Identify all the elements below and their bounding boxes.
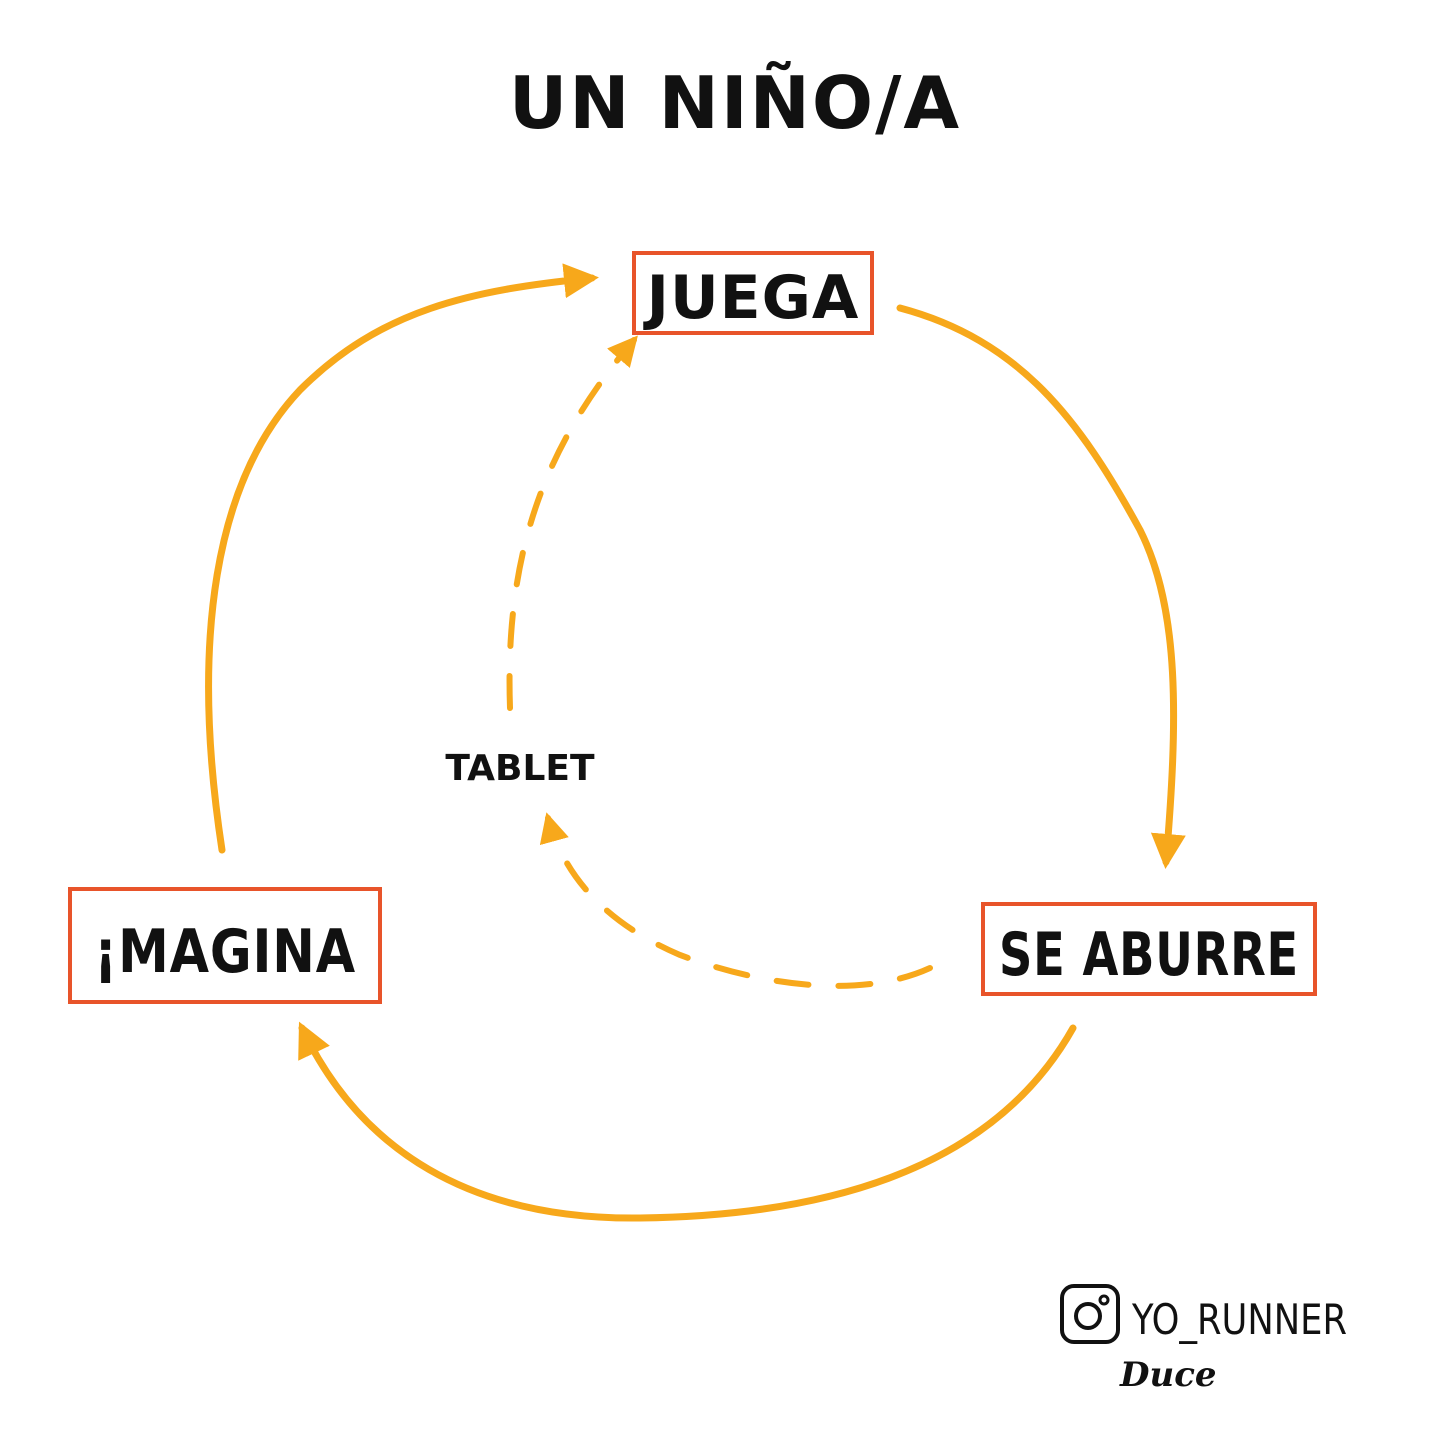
edge-se-aburre-to-imagina [298,1021,1077,1222]
node-se-aburre: SE ABURRE [981,902,1317,996]
node-juega: JUEGA [632,251,874,335]
edge-label-tablet: TABLET [445,748,595,789]
diagram-title: UN NIÑO/A [509,61,961,145]
edge-se-aburre-to-juega-dashed-upper [506,335,638,711]
credit-signature: Duce [1119,1355,1217,1395]
node-se-aburre-label: SE ABURRE [999,920,1299,990]
node-se-aburre-box [981,902,1317,996]
node-imagina-box [68,887,382,1004]
node-juega-label: JUEGA [643,263,860,333]
edge-imagina-to-juega [205,263,599,854]
node-imagina: ¡MAGINA [68,887,382,1004]
edge-se-aburre-to-juega-dashed-lower [539,812,933,989]
edge-juega-to-se-aburre [896,304,1186,869]
credit-handle: YO_RUNNER [1131,1295,1347,1344]
node-juega-box [632,251,874,335]
node-imagina-label: ¡MAGINA [94,917,356,987]
instagram-icon [1060,1284,1120,1344]
